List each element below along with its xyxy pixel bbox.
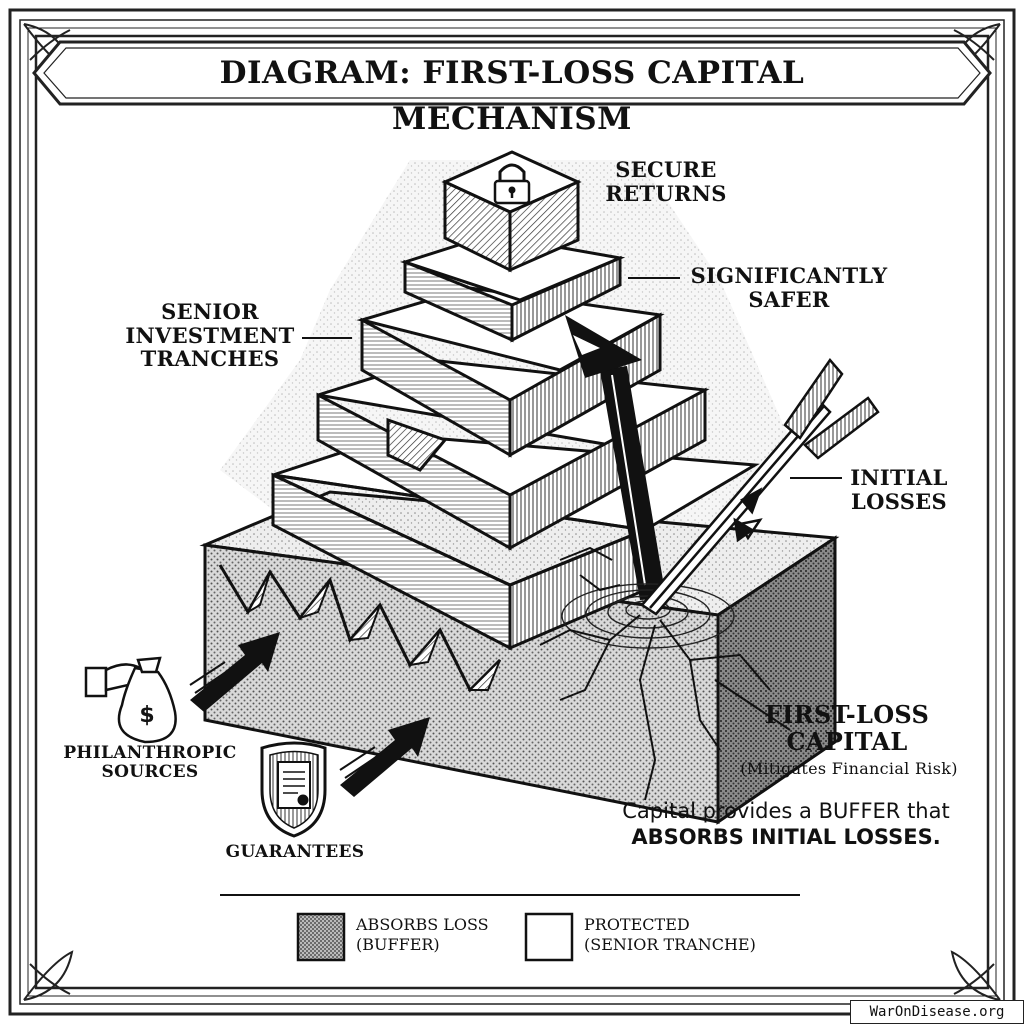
- philanthropic-arrow: [189, 632, 280, 712]
- label-first-loss-subtitle: (Mitigates Financial Risk): [740, 759, 958, 778]
- legend-protected-line-2: (SENIOR TRANCHE): [584, 935, 756, 954]
- label-firstloss-line-2: CAPITAL: [786, 726, 908, 756]
- loss-arrow: [640, 357, 880, 616]
- legend-absorbs-text: ABSORBS LOSS (BUFFER): [356, 915, 506, 955]
- note-line-1: Capital provides a BUFFER that: [622, 799, 950, 823]
- guarantees-arrow: [339, 717, 430, 797]
- label-significantly-safer: SIGNIFICANTLY SAFER: [684, 264, 894, 311]
- legend-absorbs-line-2: (BUFFER): [356, 935, 440, 954]
- padlock-icon: [493, 163, 531, 205]
- money-bag-icon: [84, 656, 177, 744]
- shield-scroll-icon: [260, 741, 327, 838]
- label-firstloss-line-1: FIRST-LOSS: [764, 700, 930, 729]
- label-senior-tranches: SENIOR INVESTMENT TRANCHES: [115, 300, 305, 371]
- cracks: [539, 546, 771, 801]
- label-losses-line-2: LOSSES: [851, 488, 947, 514]
- page-title: DIAGRAM: FIRST-LOSS CAPITAL MECHANISM: [219, 55, 805, 137]
- label-senior-line-1: SENIOR: [161, 299, 259, 324]
- upward-arrow: [565, 315, 666, 600]
- dollar-symbol: $: [139, 703, 155, 728]
- label-secure-returns: SECURE RETURNS: [596, 158, 736, 205]
- label-philanthropic-sources: PHILANTHROPIC SOURCES: [50, 743, 250, 783]
- label-senior-line-2: INVESTMENT: [125, 322, 295, 348]
- note-line-2: ABSORBS INITIAL LOSSES.: [631, 825, 941, 850]
- label-losses-line-1: INITIAL: [850, 465, 948, 490]
- ornate-frame: [8, 8, 1016, 1016]
- label-senior-line-3: TRANCHES: [140, 346, 280, 372]
- label-philanthropic-line-1: PHILANTHROPIC: [63, 743, 237, 763]
- title-banner: [32, 40, 992, 106]
- legend-protected-line-1: PROTECTED: [584, 915, 690, 934]
- label-safer-line-2: SAFER: [748, 286, 830, 312]
- buffer-note: Capital provides a BUFFER that ABSORBS I…: [596, 798, 976, 851]
- legend-absorbs-line-1: ABSORBS LOSS: [356, 915, 489, 934]
- label-initial-losses: INITIAL LOSSES: [836, 466, 962, 513]
- label-guarantees: GUARANTEES: [225, 842, 365, 862]
- label-philanthropic-line-2: SOURCES: [101, 762, 199, 783]
- label-safer-line-1: SIGNIFICANTLY: [690, 263, 888, 288]
- watermark-badge: WarOnDisease.org: [850, 1000, 1024, 1024]
- leader-lines: [302, 277, 842, 731]
- label-secure-line-2: RETURNS: [605, 180, 727, 206]
- label-secure-line-1: SECURE: [615, 157, 717, 182]
- label-first-loss-capital: FIRST-LOSS CAPITAL: [752, 700, 942, 756]
- legend-protected-text: PROTECTED (SENIOR TRANCHE): [584, 915, 784, 955]
- legend-swatch-absorbs: [296, 912, 346, 962]
- legend-swatch-protected: [524, 912, 574, 962]
